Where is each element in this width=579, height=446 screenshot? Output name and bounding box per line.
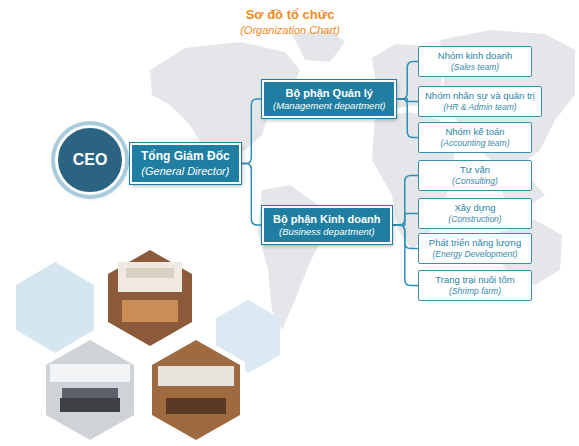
photo-desk: [122, 300, 178, 322]
department-box: Bộ phận Quản lý(Management department): [262, 80, 396, 118]
chart-subtitle: (Organization Chart): [190, 23, 390, 38]
connector-line: [241, 99, 262, 164]
team-box: Nhóm kế toán(Accounting team): [418, 122, 532, 153]
heading: Sơ đồ tổ chức(Organization Chart): [190, 6, 390, 38]
node-heading: Nhóm kinh doanh: [425, 50, 525, 62]
chart-title: Sơ đồ tổ chức: [190, 6, 390, 23]
team-box: Xây dựng(Construction): [418, 198, 532, 229]
photo-ceiling: [50, 364, 130, 382]
reception-photo: [108, 250, 192, 346]
team-box: Nhóm nhân sự và quản trị(HR & Admin team…: [418, 86, 542, 117]
ceo-circle: CEO: [55, 125, 125, 195]
node-heading: Nhóm nhân sự và quản trị: [425, 90, 535, 102]
node-subtitle: (General Director): [141, 164, 230, 178]
department-box: Bộ phận Kinh doanh(Business department): [262, 206, 392, 244]
node-subtitle: (Business department): [273, 226, 381, 238]
connector-line: [392, 214, 418, 226]
meeting-room-photo: [152, 340, 240, 440]
node-heading: Phát triển năng lượng: [425, 237, 525, 249]
node-heading: Bộ phận Quản lý: [273, 86, 385, 100]
node-heading: Tư vấn: [425, 164, 525, 176]
team-box: Phát triển năng lượng(Energy Development…: [418, 233, 532, 264]
node-subtitle: (Consulting): [425, 176, 525, 187]
connector-line: [392, 176, 418, 226]
director-box: Tổng Giám Đốc(General Director): [130, 143, 241, 184]
node-heading: Trang trại nuôi tôm: [425, 274, 525, 286]
node-subtitle: (Sales team): [425, 62, 525, 73]
ceo-text-wrap: CEO: [73, 151, 108, 169]
team-box: Nhóm kinh doanh(Sales team): [418, 46, 532, 77]
connector-line: [396, 62, 418, 100]
team-box: Trang trại nuôi tôm(Shrimp farm): [418, 270, 532, 301]
photo-chairs: [62, 388, 118, 398]
node-heading: Nhóm kế toán: [425, 126, 525, 138]
node-heading: Xây dựng: [425, 202, 525, 214]
node-heading: CEO: [73, 151, 108, 169]
node-subtitle: (Shrimp farm): [425, 286, 525, 297]
connector-line: [392, 225, 418, 286]
photo-wall: [118, 262, 182, 292]
node-subtitle: (HR & Admin team): [425, 102, 535, 113]
team-box: Tư vấn(Consulting): [418, 160, 532, 191]
node-subtitle: (Energy Development): [425, 249, 525, 260]
node-heading: Tổng Giám Đốc: [141, 149, 230, 164]
hexagon-frame: [103, 244, 197, 352]
office-photo: [46, 340, 134, 440]
node-subtitle: (Construction): [425, 214, 525, 225]
node-subtitle: (Accounting team): [425, 138, 525, 149]
node-subtitle: (Management department): [273, 100, 385, 112]
photo-wall: [158, 366, 234, 386]
hexagon-frame: [147, 334, 245, 446]
photo-table: [60, 398, 120, 412]
photo-table: [166, 398, 226, 414]
hexagon-frame: [41, 334, 139, 446]
connector-line: [241, 164, 262, 226]
photo-sign: [126, 268, 174, 278]
node-heading: Bộ phận Kinh doanh: [273, 212, 381, 226]
connector-line: [396, 99, 418, 138]
